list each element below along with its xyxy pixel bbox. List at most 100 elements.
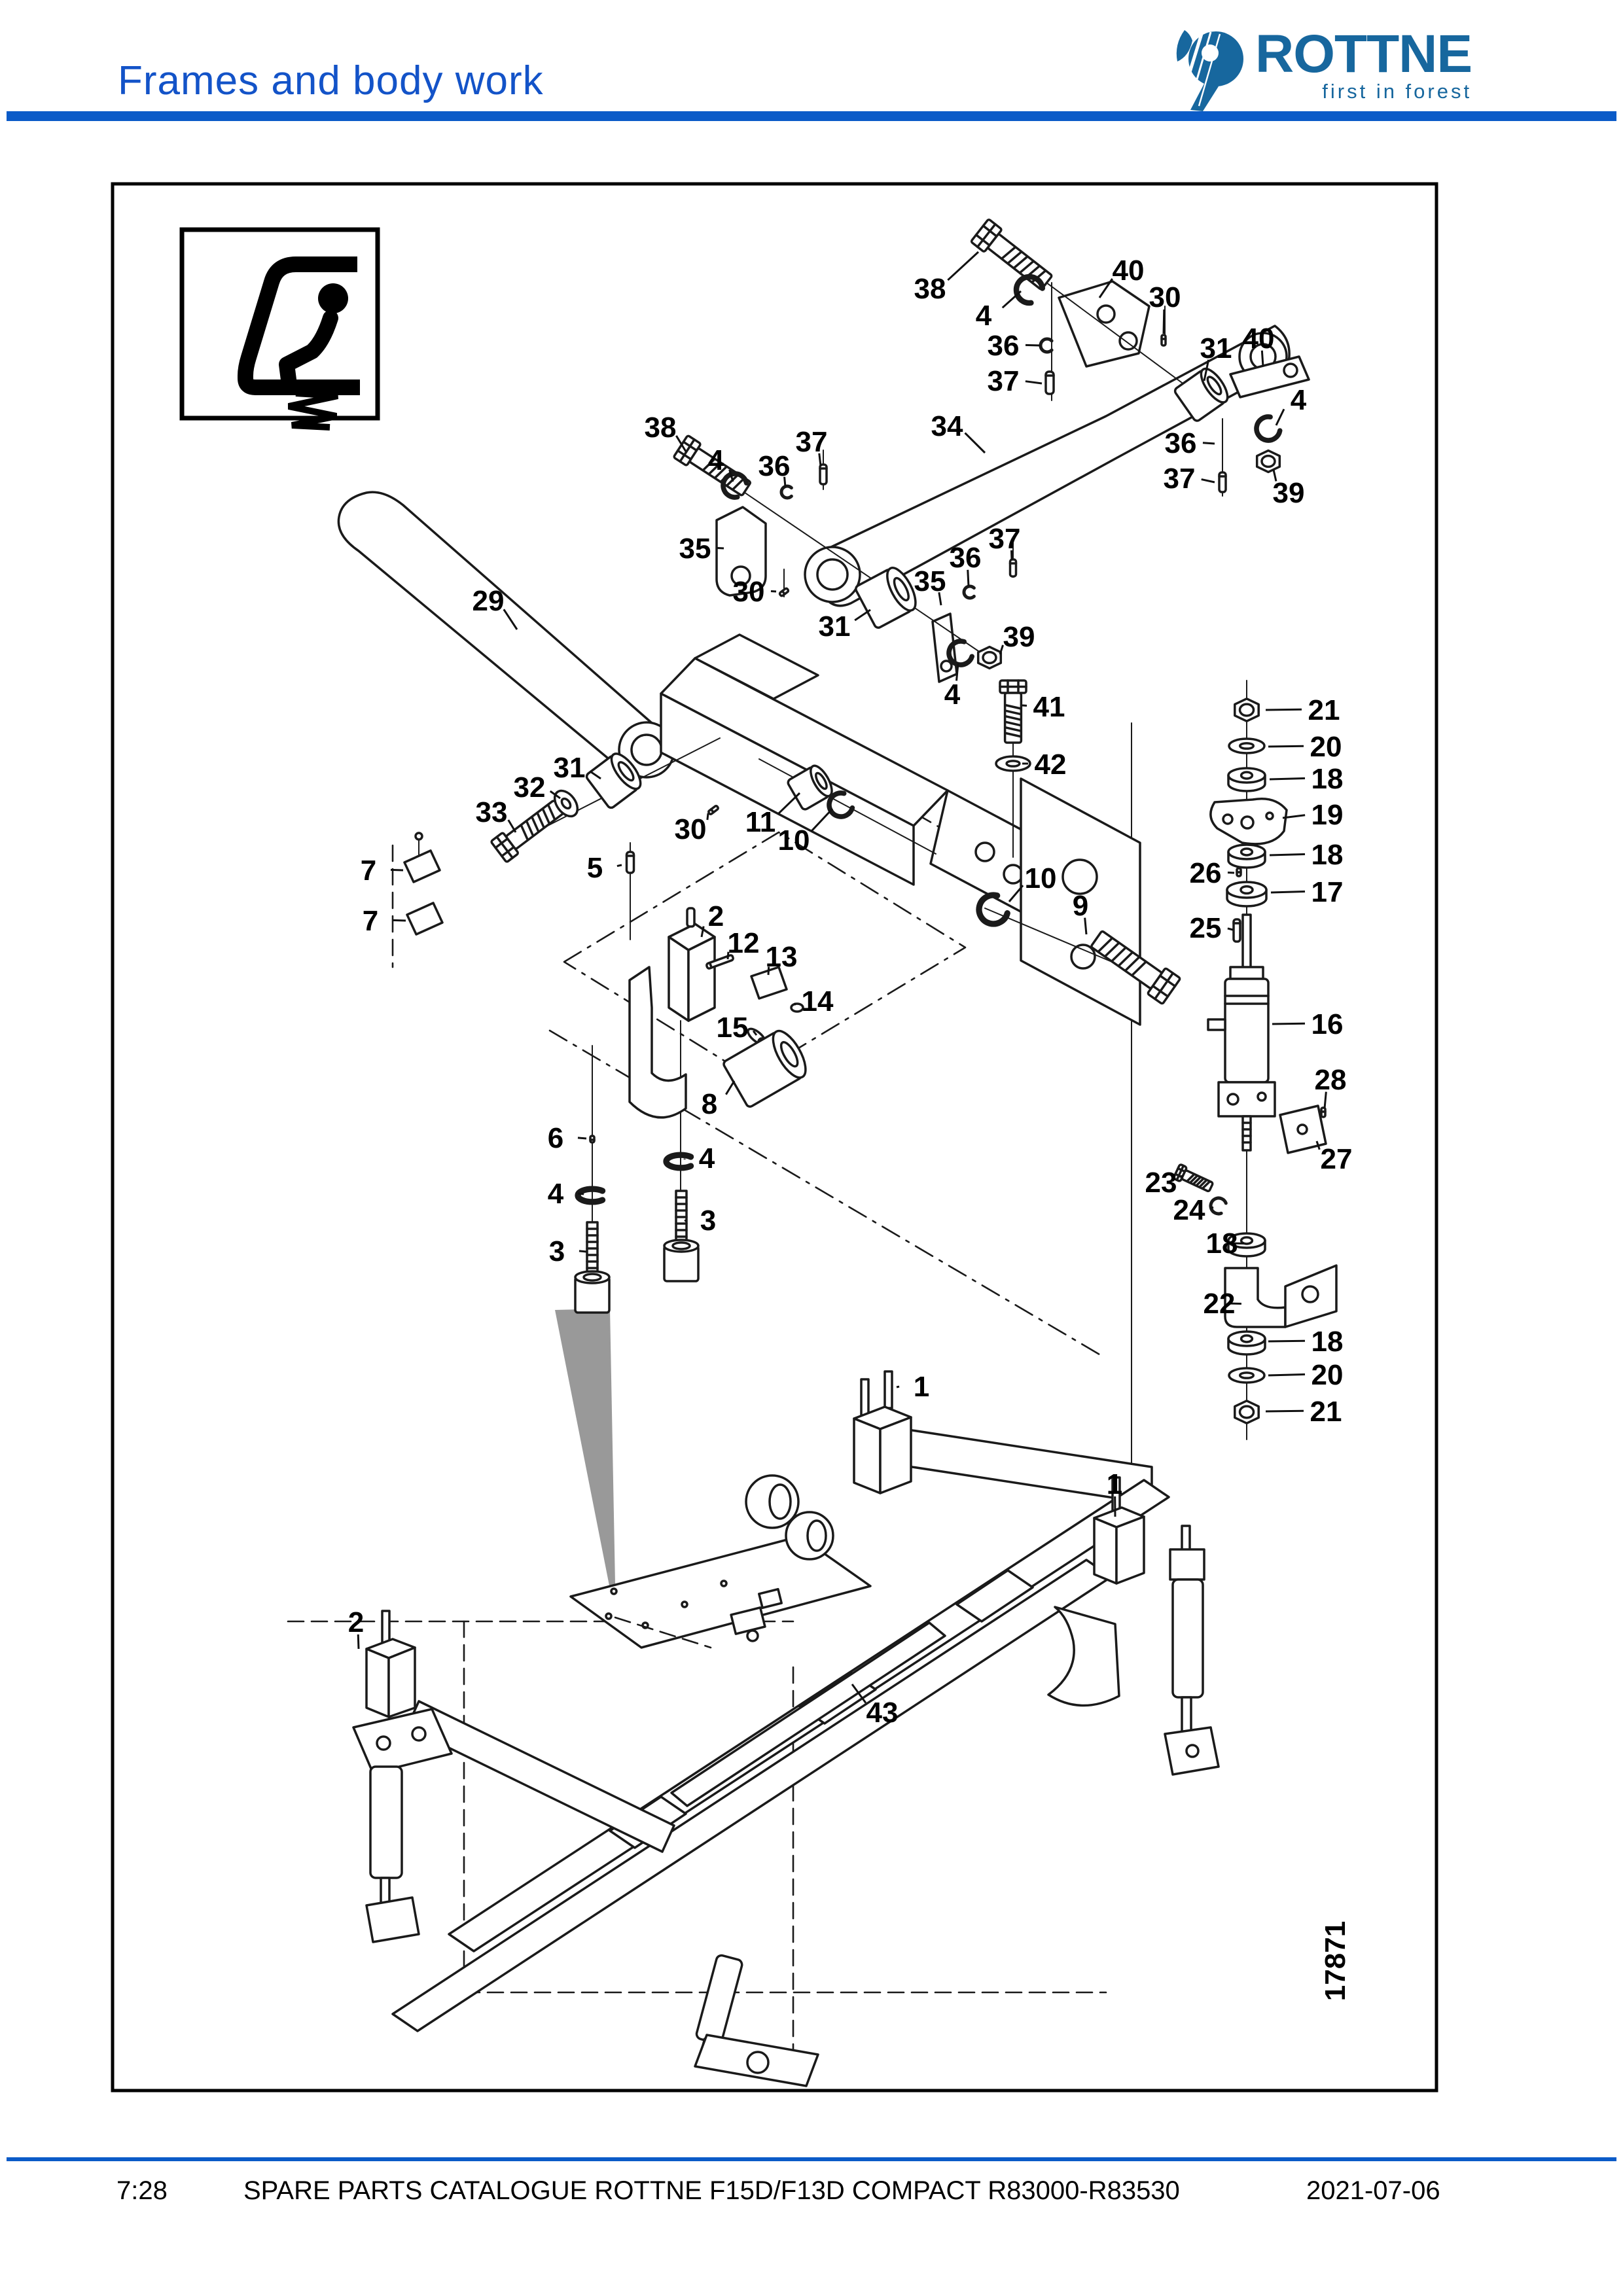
part-label-35: 35 xyxy=(679,533,711,565)
page-title: Frames and body work xyxy=(118,58,544,103)
seat-suspension-icon xyxy=(179,227,380,431)
part-label-leader xyxy=(793,1002,796,1006)
part-label-40: 40 xyxy=(1243,323,1275,355)
part-label-42: 42 xyxy=(1035,749,1067,781)
part-label-leader xyxy=(1084,917,1088,935)
part-label-10: 10 xyxy=(778,824,810,857)
part-label-leader xyxy=(1211,1206,1214,1209)
part-label-leader xyxy=(392,919,406,922)
part-label-leader xyxy=(1025,380,1043,385)
fastener-glyphs xyxy=(490,219,1327,1424)
footer-catalogue-title: SPARE PARTS CATALOGUE ROTTNE F15D/F13D C… xyxy=(243,2176,1180,2205)
part-label-23: 23 xyxy=(1145,1167,1177,1199)
part-label-leader xyxy=(851,1684,867,1704)
part-label-20: 20 xyxy=(1310,731,1342,763)
part-label-4: 4 xyxy=(548,1178,564,1210)
part-label-leader xyxy=(1201,478,1215,484)
callout-wedge xyxy=(555,1309,616,1619)
part-label-20: 20 xyxy=(1311,1359,1344,1391)
part-label-12: 12 xyxy=(728,927,760,959)
part-label-leader xyxy=(616,864,622,868)
diagram-border xyxy=(111,182,1438,2093)
part-label-leader xyxy=(1230,1242,1244,1245)
part-label-leader xyxy=(700,926,705,938)
part-label-leader xyxy=(549,790,561,800)
part-label-36: 36 xyxy=(950,542,982,574)
part-label-19: 19 xyxy=(1311,799,1344,831)
footer-date: 2021-07-06 xyxy=(1306,2176,1440,2205)
part-label-43: 43 xyxy=(866,1697,899,1729)
part-label-32: 32 xyxy=(514,771,546,804)
part-label-leader xyxy=(1269,777,1306,781)
part-label-leader xyxy=(1203,359,1210,381)
part-label-8: 8 xyxy=(702,1088,717,1120)
part-label-16: 16 xyxy=(1311,1008,1344,1040)
part-label-leader xyxy=(1098,278,1113,298)
part-label-14: 14 xyxy=(802,985,834,1017)
part-label-38: 38 xyxy=(914,273,946,305)
part-label-26: 26 xyxy=(1190,857,1222,889)
part-label-leader xyxy=(967,569,970,587)
part-label-37: 37 xyxy=(796,426,828,458)
part-label-17: 17 xyxy=(1311,876,1344,908)
rottne-logo-mark-icon xyxy=(1176,30,1243,111)
part-label-leader xyxy=(1001,290,1022,309)
rottne-logo: ROTTNE first in forest xyxy=(1169,26,1472,113)
part-label-29: 29 xyxy=(473,585,505,617)
part-label-6: 6 xyxy=(548,1122,563,1154)
part-label-4: 4 xyxy=(976,300,992,332)
part-label-leader xyxy=(947,251,980,281)
part-label-leader xyxy=(675,435,687,452)
part-label-leader xyxy=(1008,885,1024,902)
part-label-leader xyxy=(1270,890,1306,894)
part-label-39: 39 xyxy=(1273,477,1305,509)
part-label-25: 25 xyxy=(1190,912,1222,944)
part-label-5: 5 xyxy=(587,852,603,884)
part-label-leader xyxy=(507,819,517,833)
part-label-13: 13 xyxy=(766,941,798,973)
part-label-4: 4 xyxy=(1291,384,1307,416)
part-label-30: 30 xyxy=(1149,281,1181,313)
part-label-leader xyxy=(767,966,770,976)
part-label-30: 30 xyxy=(733,576,765,608)
part-label-leader xyxy=(777,792,801,815)
part-label-leader xyxy=(770,590,777,593)
part-label-34: 34 xyxy=(931,410,963,442)
footer-page-ref: 7:28 xyxy=(116,2176,168,2205)
part-label-36: 36 xyxy=(988,330,1020,362)
part-label-31: 31 xyxy=(819,610,851,643)
part-label-18: 18 xyxy=(1311,1326,1344,1358)
part-label-leader xyxy=(725,1080,736,1095)
part-label-18: 18 xyxy=(1206,1227,1238,1260)
part-label-36: 36 xyxy=(1165,427,1197,459)
part-label-39: 39 xyxy=(1003,621,1035,653)
part-label-leader xyxy=(1022,704,1027,707)
part-label-10: 10 xyxy=(1025,862,1057,894)
part-label-18: 18 xyxy=(1311,763,1344,795)
part-label-leader xyxy=(1269,853,1306,857)
part-label-15: 15 xyxy=(717,1012,749,1044)
part-label-leader xyxy=(577,1137,587,1140)
part-label-4: 4 xyxy=(944,679,961,711)
part-label-leader xyxy=(1268,745,1304,748)
figure-number: 17871 xyxy=(1319,1921,1351,2001)
part-label-2: 2 xyxy=(348,1606,364,1638)
part-label-leader xyxy=(1227,871,1235,874)
part-label-leader xyxy=(503,609,518,630)
part-label-leader xyxy=(1315,1140,1321,1150)
part-label-27: 27 xyxy=(1321,1143,1353,1175)
part-label-30: 30 xyxy=(675,813,707,845)
part-label-leader xyxy=(752,1030,758,1036)
part-label-leader xyxy=(1260,350,1264,367)
part-label-37: 37 xyxy=(988,365,1020,397)
header-rule xyxy=(7,111,1616,121)
part-label-28: 28 xyxy=(1315,1064,1347,1096)
part-label-3: 3 xyxy=(700,1205,716,1237)
part-label-leader xyxy=(818,453,822,467)
part-label-31: 31 xyxy=(1200,332,1232,364)
part-label-leader xyxy=(579,1250,587,1253)
rottne-logo-tagline: first in forest xyxy=(1322,80,1472,103)
part-label-leader xyxy=(357,1634,360,1650)
part-label-33: 33 xyxy=(476,796,508,828)
part-label-24: 24 xyxy=(1173,1194,1205,1226)
